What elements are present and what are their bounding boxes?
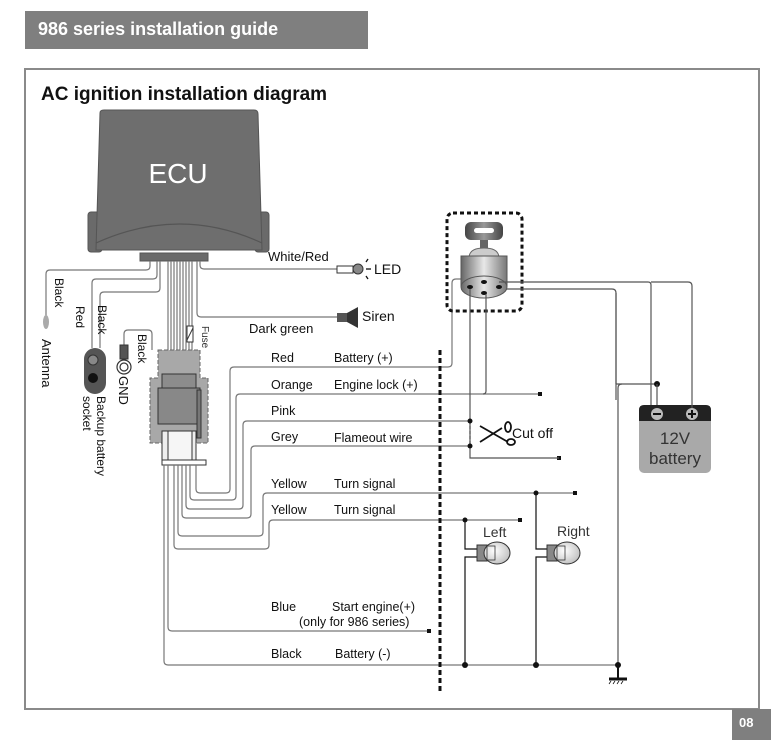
wire-function-orange: Engine lock (+)	[334, 378, 418, 392]
right-lamp-label: Right	[557, 523, 590, 539]
page-number: 08	[732, 709, 771, 740]
wire-color-black: Black	[271, 647, 302, 661]
backup-label-1: Backup battery	[94, 396, 108, 476]
header-bar: 986 series installation guide	[25, 11, 368, 49]
wire-color-yellow-1: Yellow	[271, 477, 308, 491]
left-branch-wires	[45, 261, 348, 350]
antenna-wire-color: Black	[52, 278, 66, 308]
battery-12v: 12V battery	[639, 405, 711, 473]
fuse-label: Fuse	[199, 326, 210, 349]
wire-function-yellow-1: Turn signal	[334, 477, 395, 491]
battery-label: battery	[649, 449, 701, 468]
wire-function-blue: Start engine(+)	[332, 600, 415, 614]
output-wires	[163, 278, 620, 666]
wire-color-orange: Orange	[271, 378, 313, 392]
cut-off-label: Cut off	[512, 425, 553, 441]
left-lamp-icon	[476, 541, 511, 565]
siren-wire-color: Dark green	[249, 321, 313, 336]
diagram-frame	[24, 68, 760, 710]
wire-function-red: Battery (+)	[334, 351, 393, 365]
wire-note-blue: (only for 986 series)	[299, 615, 409, 629]
backup-label-2: socket	[80, 396, 94, 431]
led-label: LED	[374, 261, 401, 277]
wire-color-yellow-2: Yellow	[271, 503, 308, 517]
siren-label: Siren	[362, 308, 395, 324]
gnd-terminal-icon	[119, 344, 129, 360]
ecu-label: ECU	[148, 158, 207, 189]
ecu-unit: ECU	[87, 109, 270, 262]
wire-function-grey: Flameout wire	[334, 431, 413, 445]
battery-voltage: 12V	[660, 429, 691, 448]
ignition-switch	[445, 211, 524, 313]
led-wire-color: White/Red	[268, 249, 329, 264]
wire-function-yellow-2: Turn signal	[334, 503, 395, 517]
harness-connector	[149, 349, 209, 466]
right-lamp-icon	[546, 541, 581, 565]
gnd-label: GND	[116, 376, 131, 405]
led-icon	[336, 265, 354, 274]
antenna-icon	[43, 315, 49, 329]
left-lamp-label: Left	[483, 524, 506, 540]
wire-function-black: Battery (-)	[335, 647, 391, 661]
wire-color-pink: Pink	[271, 404, 296, 418]
scissors-icon	[479, 421, 516, 446]
backup-red-wire: Red	[73, 306, 87, 328]
ground-icon	[608, 665, 627, 685]
siren-icon	[337, 313, 347, 322]
wire-color-blue: Blue	[271, 600, 296, 614]
wire-color-grey: Grey	[271, 430, 299, 444]
diagram-title: AC ignition installation diagram	[41, 84, 328, 105]
antenna-label: Antenna	[39, 339, 54, 388]
backup-black-wire: Black	[95, 305, 109, 335]
wire-color-red: Red	[271, 351, 294, 365]
gnd-wire-color: Black	[135, 334, 149, 364]
header-title: 986 series installation guide	[38, 19, 279, 39]
